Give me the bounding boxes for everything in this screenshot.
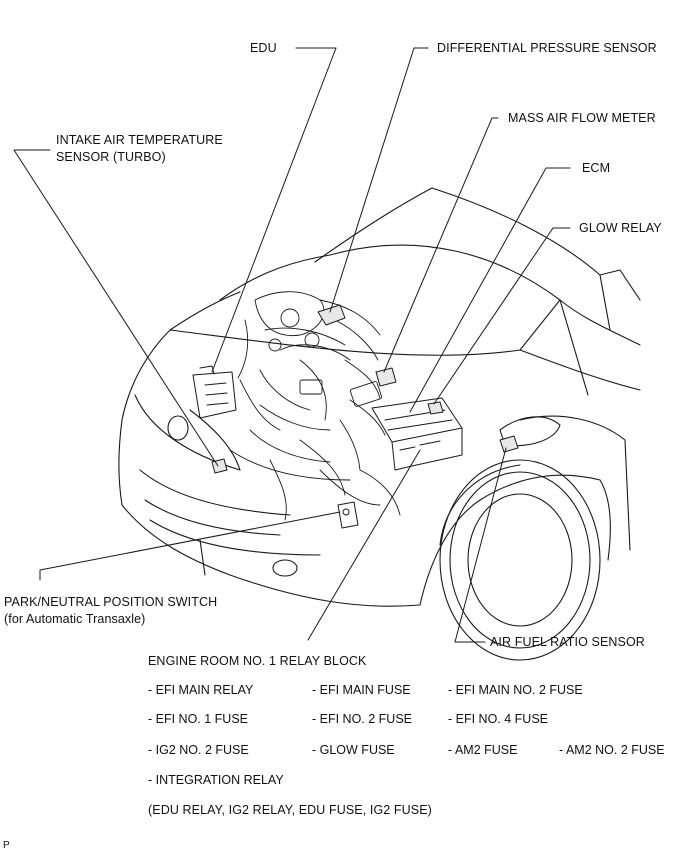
label-intake-air-temp-line1: INTAKE AIR TEMPERATURE [56,133,223,147]
relay-block-title: ENGINE ROOM NO. 1 RELAY BLOCK [148,654,367,668]
fuse-item: - EFI NO. 2 FUSE [312,712,413,726]
relay-block-footnote: (EDU RELAY, IG2 RELAY, EDU FUSE, IG2 FUS… [148,803,432,817]
label-intake-air-temp-line2: SENSOR (TURBO) [56,150,166,164]
label-differential-pressure-sensor: DIFFERENTIAL PRESSURE SENSOR [437,41,657,55]
park-neutral-switch [337,501,359,529]
fuse-item: - EFI MAIN FUSE [312,683,411,697]
air-fuel-ratio-sensor-part [499,435,519,453]
components [192,304,519,529]
front-wheel [439,459,601,661]
fuse-item: - EFI MAIN RELAY [148,683,254,697]
label-edu: EDU [250,41,277,55]
label-park-neutral-line1: PARK/NEUTRAL POSITION SWITCH [4,595,218,609]
glow-relay-part [427,401,444,415]
mass-air-flow-meter [375,367,397,387]
engine-bay [229,291,401,521]
label-air-fuel-ratio-sensor: AIR FUEL RATIO SENSOR [490,635,645,649]
label-park-neutral-line2: (for Automatic Transaxle) [4,612,146,626]
fuse-item: - INTEGRATION RELAY [148,773,284,787]
differential-pressure-sensor [317,304,346,326]
fuse-item: - IG2 NO. 2 FUSE [148,743,249,757]
fuse-item: - AM2 NO. 2 FUSE [559,743,665,757]
fuse-item: - EFI NO. 1 FUSE [148,712,249,726]
fuse-item: - GLOW FUSE [312,743,395,757]
corner-mark: P [3,840,10,851]
label-ecm: ECM [582,161,611,175]
fuse-item: - EFI NO. 4 FUSE [448,712,549,726]
fuse-item: - EFI MAIN NO. 2 FUSE [448,683,583,697]
edu-unit [192,371,237,419]
label-mass-air-flow-meter: MASS AIR FLOW METER [508,111,656,125]
label-glow-relay: GLOW RELAY [579,221,662,235]
leader-lines [13,47,571,643]
fuse-item: - AM2 FUSE [448,743,518,757]
